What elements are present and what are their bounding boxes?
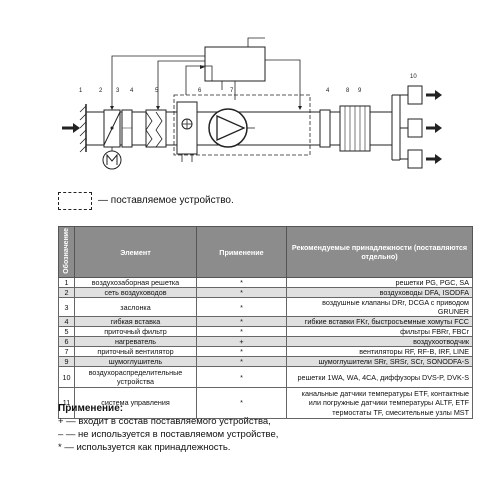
flexible-connector-1 [121,109,133,148]
legend: — поставляемое устройство. [58,192,318,212]
note-item: – — не используется в поставляемом устро… [58,429,279,440]
table-row: 10 воздухораспределительные устройства *… [58,366,473,388]
components-table: Обозначение Элемент Применение Рекоменду… [58,226,473,419]
damper-motor-icon [102,150,122,170]
heater [176,101,198,162]
table-row: 1 воздухозаборная решетка * решетки PG, … [58,277,473,288]
label-6: 6 [198,88,202,94]
table-row: 4 гибкая вставка * гибкие вставки FKr, б… [58,316,473,327]
control-unit-box [204,46,266,82]
legend-text: — поставляемое устройство. [98,195,234,206]
note-item: * — используется как принадлежность. [58,442,231,453]
flexible-connector-2 [319,109,331,148]
supplied-device-outline [173,94,311,156]
header-element: Элемент [74,226,197,278]
label-2: 2 [99,88,103,94]
ventilation-schematic: 1 2 3 4 5 6 7 4 8 9 10 11 [62,37,442,170]
label-7: 7 [230,88,234,94]
note-item: + — входит в состав поставляемого устрой… [58,416,271,427]
label-4a: 4 [130,88,134,94]
label-9: 9 [358,88,362,94]
damper [102,109,122,170]
outlet-arrows [426,90,442,164]
air-distribution-devices [391,85,423,169]
notes-title: Применение: [58,403,124,414]
table-row: 9 шумоглушитель * шумоглушители SRr, SRS… [58,356,473,367]
silencer [339,105,371,152]
intake-grille [79,104,87,153]
supply-fan [208,108,255,148]
table-row: 6 нагреватель + воздухоотводчик [58,336,473,347]
label-3: 3 [116,88,120,94]
table-row: 11 система управления * канальные датчик… [58,387,473,419]
label-1: 1 [79,88,83,94]
table-header: Обозначение Элемент Применение Рекоменду… [58,226,473,278]
control-arrowheads [110,65,302,110]
table-row: 7 приточный вентилятор * вентиляторы RF,… [58,346,473,357]
usage-notes: Применение: + — входит в состав поставля… [58,402,478,454]
control-wiring [111,37,301,108]
header-num: Обозначение [58,226,75,278]
label-5: 5 [155,88,159,94]
filter [145,109,167,148]
table-row: 3 заслонка * воздушные клапаны DRr, DCGA… [58,297,473,317]
label-10: 10 [410,74,417,80]
table-row: 5 приточный фильтр * фильтры FBRr, FBCr [58,326,473,337]
label-8: 8 [346,88,350,94]
legend-dashed-box [58,192,92,210]
header-usage: Применение [196,226,287,278]
intake-arrow [62,123,80,133]
table-row: 2 сеть воздуховодов * воздуховоды DFA, I… [58,287,473,298]
header-accessories: Рекомендуемые принадлежности (поставляют… [286,226,473,278]
label-4b: 4 [326,88,330,94]
